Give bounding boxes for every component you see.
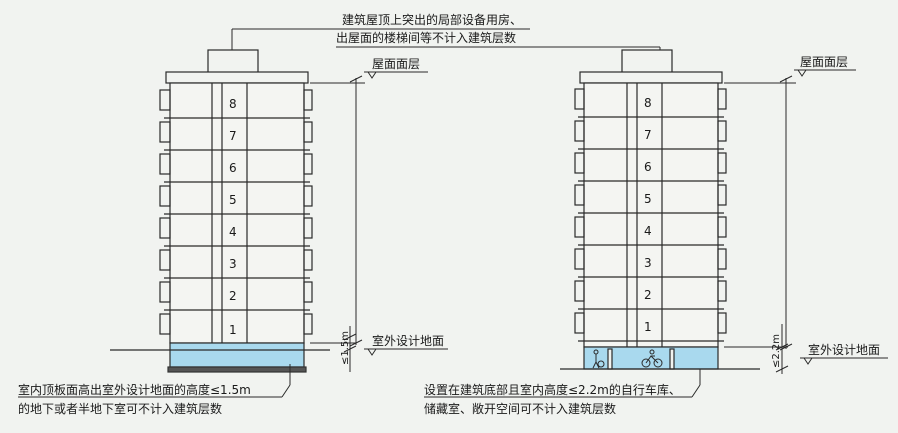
left-foundation bbox=[167, 366, 307, 373]
right-dimension-label: ≤2.2m bbox=[771, 334, 782, 368]
bottom-left-line1: 室内顶板面高出室外设计地面的高度≤1.5m bbox=[18, 382, 251, 397]
left-floor-numbers: 8 7 6 5 4 3 2 1 bbox=[229, 97, 237, 337]
left-floor-8: 8 bbox=[229, 97, 237, 111]
right-floor-7: 7 bbox=[644, 128, 652, 142]
person-with-bike-icon bbox=[592, 349, 605, 369]
bicycle-icon bbox=[641, 349, 663, 368]
left-floor-6: 6 bbox=[229, 161, 237, 175]
right-floor-3: 3 bbox=[644, 256, 652, 270]
left-floor-3: 3 bbox=[229, 257, 237, 271]
right-floor-numbers: 8 7 6 5 4 3 2 1 bbox=[644, 96, 652, 334]
right-floor-2: 2 bbox=[644, 288, 652, 302]
left-dimension-label: ≤1.5m bbox=[340, 331, 351, 365]
left-roof-label-group: 屋面面层 bbox=[364, 57, 428, 79]
left-floor-7: 7 bbox=[229, 129, 237, 143]
bottom-left-callout: 室内顶板面高出室外设计地面的高度≤1.5m 的地下或者半地下室可不计入建筑层数 bbox=[18, 364, 291, 416]
right-floor-8: 8 bbox=[644, 96, 652, 110]
bottom-right-line1: 设置在建筑底部且室内高度≤2.2m的自行车库、 bbox=[424, 382, 681, 397]
left-building bbox=[159, 49, 313, 373]
left-floor-4: 4 bbox=[229, 225, 237, 239]
right-floor-4: 4 bbox=[644, 224, 652, 238]
left-basement-dimension bbox=[310, 326, 357, 372]
left-semi-basement bbox=[169, 342, 305, 368]
right-height-dimension bbox=[724, 75, 796, 351]
left-height-dimension bbox=[310, 75, 365, 347]
right-floor-1: 1 bbox=[644, 320, 652, 334]
left-roof-parapet bbox=[165, 71, 309, 84]
right-ground-label: 室外设计地面 bbox=[808, 342, 880, 357]
right-floor-5: 5 bbox=[644, 192, 652, 206]
right-roof-label: 屋面面层 bbox=[800, 55, 848, 69]
right-roof-label-group: 屋面面层 bbox=[794, 55, 856, 77]
left-floor-lines bbox=[164, 117, 310, 311]
right-floor-lines bbox=[578, 116, 724, 342]
right-floor-6: 6 bbox=[644, 160, 652, 174]
left-ground-label: 室外设计地面 bbox=[372, 333, 444, 348]
left-floor-2: 2 bbox=[229, 289, 237, 303]
right-storage-dimension bbox=[724, 324, 789, 374]
left-floor-1: 1 bbox=[229, 323, 237, 337]
right-balconies bbox=[574, 88, 727, 334]
top-callout-line2: 出屋面的楼梯间等不计入建筑层数 bbox=[336, 30, 516, 45]
right-ground-label-group: 室外设计地面 bbox=[800, 342, 888, 365]
left-roof-label: 屋面面层 bbox=[372, 57, 420, 71]
left-floor-5: 5 bbox=[229, 193, 237, 207]
bottom-right-callout: 设置在建筑底部且室内高度≤2.2m的自行车库、 储藏室、敞开空间可不计入建筑层数 bbox=[424, 369, 701, 416]
right-building bbox=[574, 49, 727, 370]
bottom-right-line2: 储藏室、敞开空间可不计入建筑层数 bbox=[424, 401, 616, 416]
top-callout-line1: 建筑屋顶上突出的局部设备用房、 bbox=[342, 12, 522, 27]
left-ground-label-group: 室外设计地面 bbox=[364, 333, 448, 356]
top-callout: 建筑屋顶上突出的局部设备用房、 出屋面的楼梯间等不计入建筑层数 bbox=[231, 12, 661, 50]
right-roof-parapet bbox=[579, 71, 723, 84]
left-building-body bbox=[169, 82, 305, 344]
left-balconies bbox=[159, 89, 313, 335]
right-building-body bbox=[583, 82, 719, 348]
bottom-left-line2: 的地下或者半地下室可不计入建筑层数 bbox=[18, 401, 222, 416]
